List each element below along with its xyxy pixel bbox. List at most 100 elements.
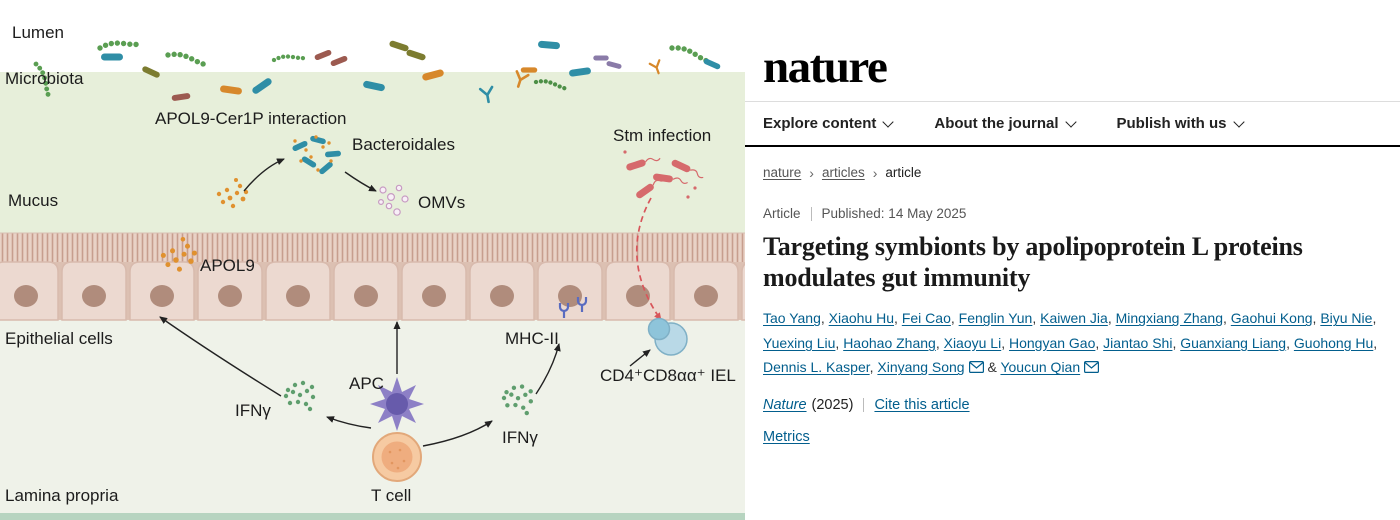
cell-nucleus [694,285,718,307]
nav-item-0[interactable]: Explore content [763,115,895,132]
breadcrumb-item-articles[interactable]: articles [821,165,865,180]
author-separator: , [1001,334,1009,351]
label-stm-infection: Stm infection [613,126,711,145]
email-icon [1084,361,1100,374]
citation-divider [863,397,865,412]
breadcrumb-separator: › [872,164,878,181]
article-title: Targeting symbionts by apolipoprotein L … [763,232,1303,293]
author-link[interactable]: Yuexing Liu [763,334,836,351]
author-separator: , [1312,310,1321,327]
gut-immunity-figure: Lumen Microbiota APOL9-Cer1P interaction… [0,0,745,520]
chevron-down-icon [1064,115,1077,128]
author-separator: , [1372,310,1377,327]
published-date: Published: 14 May 2025 [821,206,967,221]
cell-nucleus [150,285,174,307]
author-separator: , [1172,334,1181,351]
chevron-down-icon [1232,115,1245,128]
author-link[interactable]: Dennis L. Kasper [763,359,870,376]
author-separator: , [1107,310,1116,327]
cell-nucleus [82,285,106,307]
breadcrumb-item-article: article [885,165,922,180]
author-link[interactable]: Mingxiang Zhang [1115,310,1224,327]
label-bacteroidales: Bacteroidales [352,135,455,154]
bacteroidales-cluster-icon [291,135,342,176]
meta-divider [810,206,812,221]
breadcrumb-separator: › [809,164,814,181]
bottom-strip [0,513,745,520]
author-separator: , [1286,334,1294,351]
bacteria-rod-icon [101,53,123,61]
breadcrumb-item-nature[interactable]: nature [763,165,802,180]
lumen-zone [0,0,745,72]
author-link[interactable]: Haohao Zhang [843,334,936,351]
journal-link[interactable]: Nature [763,396,807,413]
bacteria-rod-icon [593,55,609,61]
author-separator: , [935,334,944,351]
label-mhc2: MHC-II [505,329,559,348]
nav-item-label: About the journal [934,115,1059,132]
author-separator: , [894,310,902,327]
t-cell-icon [372,432,422,482]
label-ifng-right: IFNγ [502,428,538,447]
author-link[interactable]: Fei Cao [901,310,951,327]
author-separator: , [835,334,844,351]
nature-logo[interactable]: nature [763,41,888,93]
label-apc: APC [349,374,384,393]
apc-cell-icon [370,377,424,431]
cell-nucleus [354,285,378,307]
author-link[interactable]: Guohong Hu [1293,334,1374,351]
stm-bacteria-icons [623,150,706,201]
nav-item-label: Publish with us [1116,115,1227,132]
figure-panel: Lumen Microbiota APOL9-Cer1P interaction… [0,0,745,520]
label-apol9: APOL9 [200,256,255,275]
nav-item-1[interactable]: About the journal [934,115,1077,132]
author-link[interactable]: Kaiwen Jia [1040,310,1108,327]
author-separator: , [820,310,829,327]
cell-nucleus [558,285,582,307]
cell-nucleus [286,285,310,307]
nav-item-label: Explore content [763,115,877,132]
author-link[interactable]: Jiantao Shi [1103,334,1173,351]
omv-icons [378,184,409,216]
breadcrumb: nature › articles › article [763,165,1400,180]
author-link[interactable]: Guanxiang Liang [1180,334,1287,351]
lamina-propria-zone [0,320,745,520]
author-separator: , [869,359,878,376]
author-link[interactable]: Youcun Qian [1000,359,1081,376]
label-iel: CD4⁺CD8αα⁺ IEL [600,366,736,385]
chevron-down-icon [882,115,895,128]
author-separator: , [1373,334,1378,351]
nav-item-2[interactable]: Publish with us [1116,115,1245,132]
label-microbiota: Microbiota [5,69,84,88]
site-nav: Explore content About the journal Publish … [763,102,1400,145]
label-lamina-propria: Lamina propria [5,486,119,505]
epithelial-cells [0,261,745,321]
author-link[interactable]: Tao Yang [763,310,821,327]
cell-nucleus [490,285,514,307]
article-type-label: Article [763,206,801,221]
label-ifng-left: IFNγ [235,401,271,420]
cell-nucleus [218,285,242,307]
brush-border [0,233,745,262]
author-link[interactable]: Fenglin Yun [958,310,1033,327]
iel-cell-icon [647,317,688,356]
bacteria-rod-icon [520,67,538,73]
article-meta: Article Published: 14 May 2025 [763,206,1400,221]
author-link[interactable]: Xiaohu Hu [828,310,895,327]
author-link[interactable]: Hongyan Gao [1008,334,1096,351]
cite-link[interactable]: Cite this article [874,396,970,413]
label-omvs: OMVs [418,193,465,212]
label-t-cell: T cell [371,486,411,505]
author-link[interactable]: Gaohui Kong [1230,310,1313,327]
stm-invasion-dashed-arrow [635,197,662,321]
mucus-zone [0,72,745,233]
flow-arrows [159,158,662,447]
author-link[interactable]: Xinyang Song [877,359,965,376]
label-apol9-cer1p: APOL9-Cer1P interaction [155,109,347,128]
author-link[interactable]: Biyu Nie [1320,310,1373,327]
citation-year: (2025) [811,396,854,413]
header-divider [745,101,1400,102]
metrics-link[interactable]: Metrics [763,428,810,445]
author-link[interactable]: Xiaoyu Li [943,334,1002,351]
nav-divider [745,145,1400,147]
